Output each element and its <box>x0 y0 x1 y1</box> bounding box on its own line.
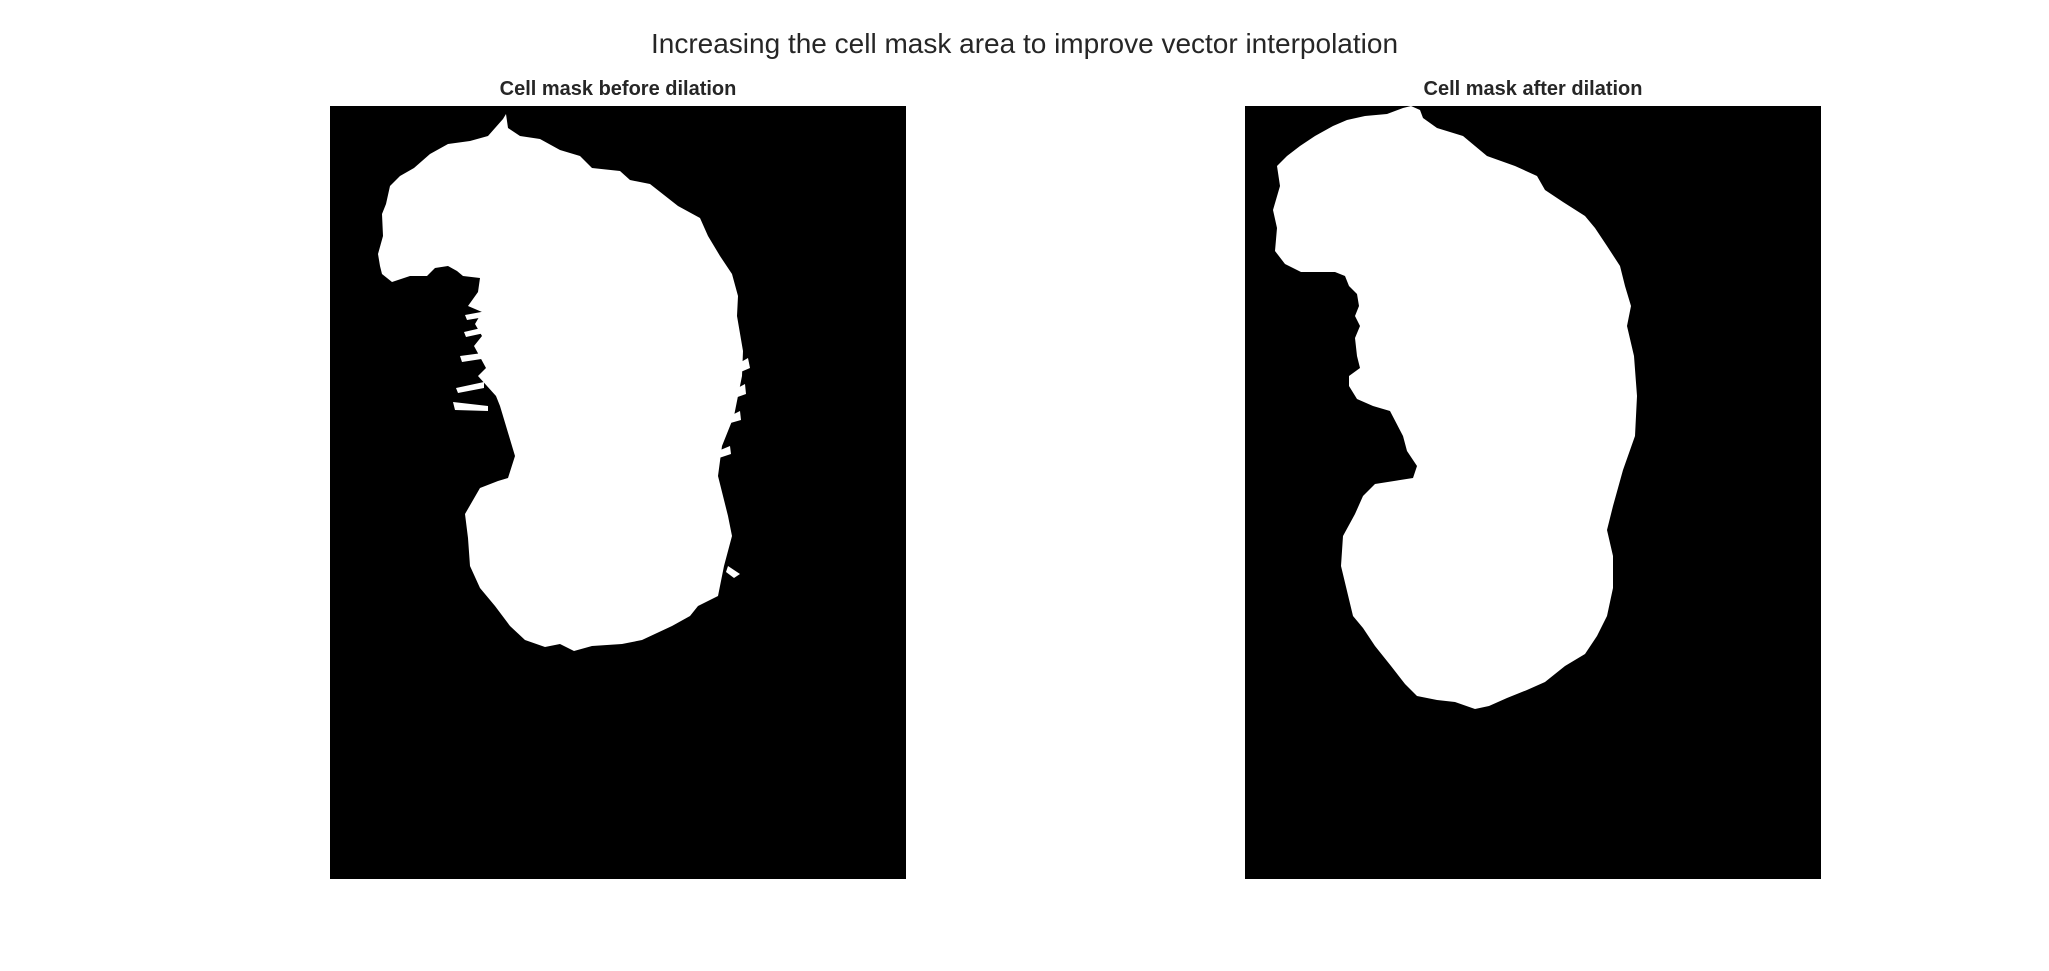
fragment-right-4 <box>718 446 731 458</box>
cell-body-before <box>378 114 743 651</box>
mask-svg-after <box>1245 106 1821 879</box>
fragment-left-2 <box>460 352 490 362</box>
fragment-right-2 <box>732 384 746 399</box>
fragment-left-5 <box>465 310 492 320</box>
fragment-right-5 <box>726 566 740 578</box>
fragment-left-1 <box>453 402 488 411</box>
fragment-right-1 <box>734 358 750 374</box>
panel-title-before-dilation: Cell mask before dilation <box>499 78 737 100</box>
mask-svg-before <box>330 106 906 879</box>
fragment-left-4 <box>456 382 484 393</box>
mask-image-before-dilation <box>330 106 906 879</box>
fragment-left-3 <box>464 326 490 337</box>
panel-title-after-dilation: Cell mask after dilation <box>1423 78 1643 100</box>
figure-title: Increasing the cell mask area to improve… <box>650 28 1399 59</box>
mask-image-after-dilation <box>1245 106 1821 879</box>
fragment-right-3 <box>726 411 741 424</box>
cell-body-after <box>1273 106 1637 709</box>
